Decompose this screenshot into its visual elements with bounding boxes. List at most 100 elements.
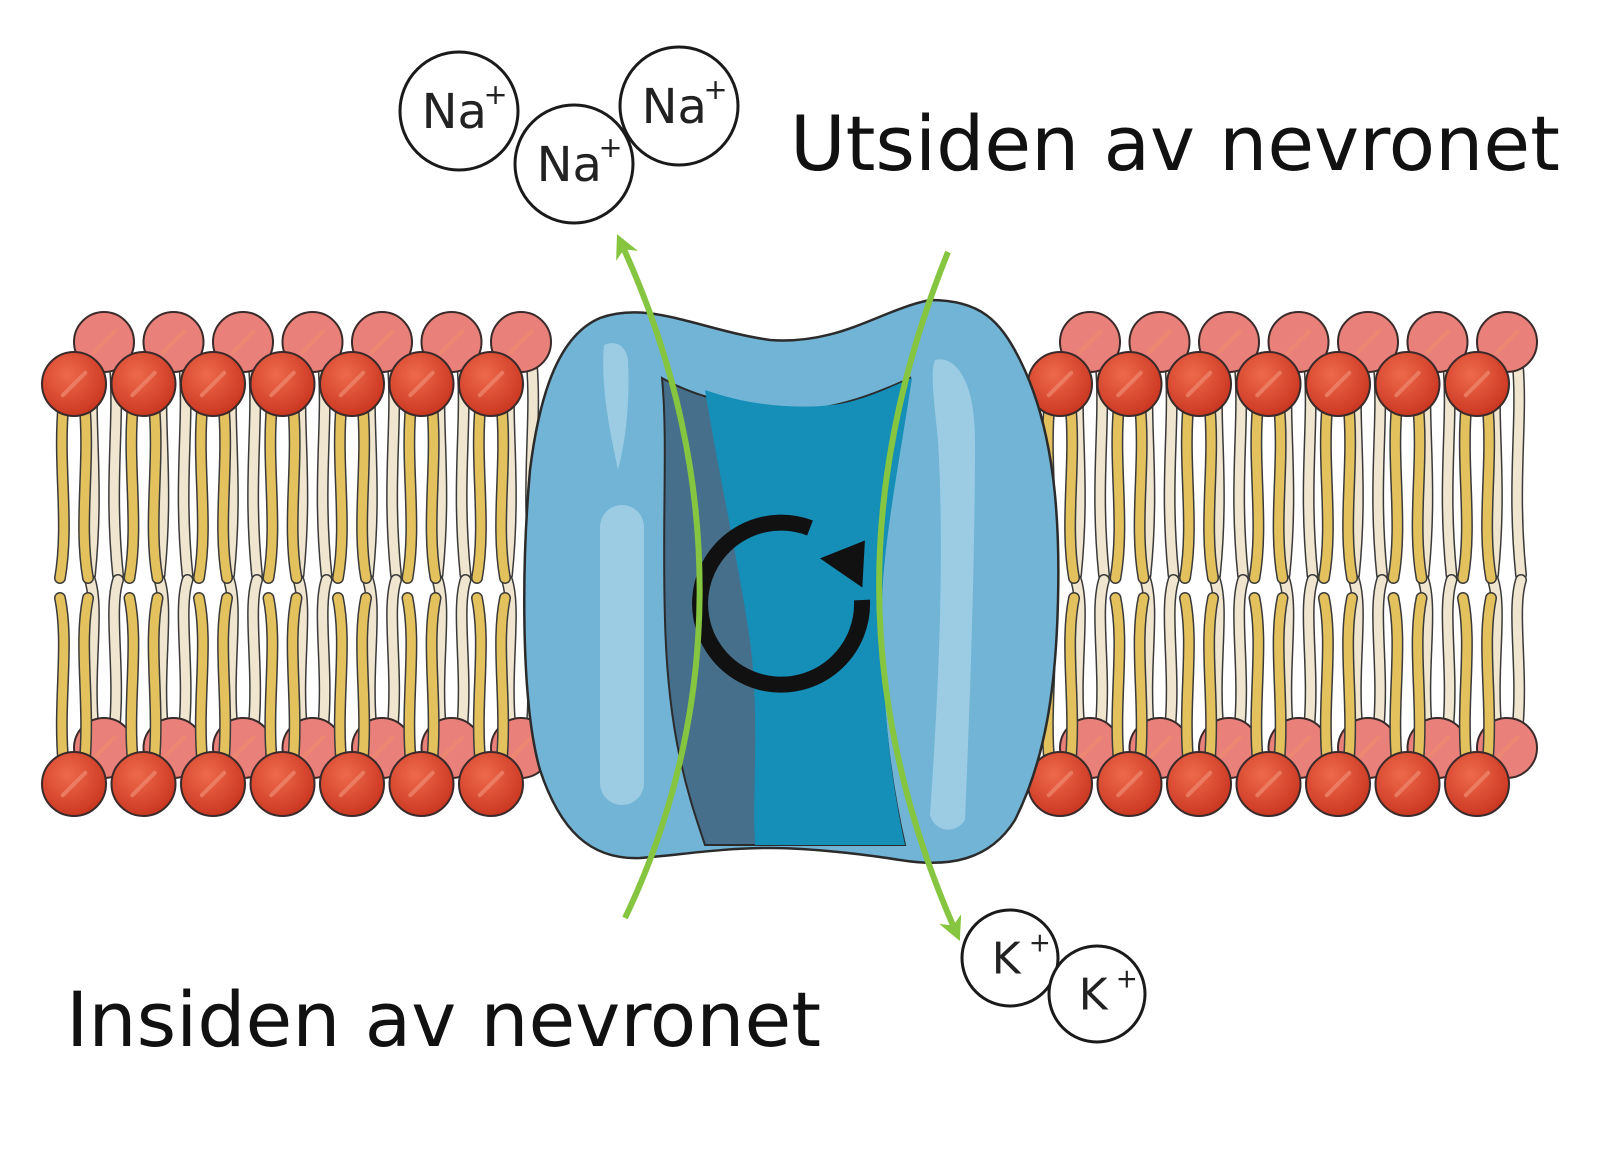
lipid-tail-fill [149,593,162,770]
lipid-tail-fill [79,398,93,583]
lipid-tail-fill [1419,575,1432,735]
lipid-head-shine [1286,735,1311,761]
lipid-tail-fill [1111,398,1124,583]
lipid-head-shine [408,770,435,798]
lipid-tail-fill [294,575,307,735]
lipid-tail-fill [1234,575,1248,735]
lipid-tail-fill [403,593,416,770]
lipid-tail-fill [333,398,347,583]
lipid-tail-fill [1274,593,1287,770]
lipid-head-shine [477,370,505,398]
pump-protein [523,298,1060,864]
lipid-tail-fill [1065,398,1079,583]
lipid-tail-fill [1141,575,1154,735]
lipid-tail-fill [1482,593,1496,770]
front-lipid-upper [1166,351,1232,584]
lipid-tail-fill [333,593,347,770]
lipid-head-shine [1046,370,1074,398]
lipid-head-shine [369,735,395,761]
lipid-tail-fill [427,593,440,770]
lipid-head-shine [60,370,88,398]
lipid-tail-fill [1488,575,1502,735]
circular-arrow-icon [692,514,871,693]
lipid-tail-fill [288,398,301,583]
front-lipid-upper [249,351,316,584]
lipid-tail-fill [125,593,138,770]
lipid-tail-fill [502,575,516,735]
front-lipid-upper [1444,351,1510,584]
lipid-head-shine [91,329,117,355]
lipid-tail-fill [1250,593,1263,770]
sodium-ion-3-charge: + [599,130,623,164]
lipid-tail-fill [149,398,162,583]
lipid-tail-fill [1135,398,1148,583]
lipid-head-shine [269,770,296,798]
front-lipid-lower [458,592,524,817]
lipid-tail-fill [194,593,208,770]
lipid-tail-fill [1389,593,1402,770]
front-lipid-upper [388,351,455,584]
lipid-head-shine [199,370,227,398]
lipid-tail-fill [179,575,192,735]
front-lipid-upper [1235,351,1302,584]
sodium-ion-1: Na+ [398,50,520,172]
lipid-tail-fill [1413,593,1426,770]
lipid-tail-fill [1413,398,1426,583]
lipid-tail-fill [1458,593,1472,770]
lipid-head-shine [1355,329,1381,355]
lipid-tail-fill [1065,593,1079,770]
lipid-head-shine [300,329,325,355]
lipid-tail-fill [427,398,440,583]
front-lipid-upper [1374,351,1441,584]
lipid-tail-fill [1319,593,1333,770]
potassium-ion-2-symbol: K [1079,969,1109,1020]
lipid-tail-fill [1180,398,1194,583]
lipid-head-shine [300,735,325,761]
lipid-head-shine [1324,370,1352,398]
front-lipid-lower [1096,592,1163,817]
lipid-head-shine [1185,770,1213,798]
potassium-influx-arrow [876,250,962,941]
front-lipid-upper [41,351,107,584]
lipid-tail-fill [1304,575,1317,735]
front-lipid-upper [1305,351,1371,584]
lipid-head-shine [1077,735,1103,761]
inside-neuron-label: Insiden av nevronet [66,975,822,1064]
lipid-tail-fill [1458,398,1472,583]
lipid-tail-fill [1165,575,1178,735]
front-lipid-lower [249,592,316,817]
lipid-tail-fill [55,398,69,583]
front-lipid-lower [1305,592,1371,817]
front-lipid-lower [1374,592,1441,817]
lipid-tail-fill [218,398,232,583]
lipid-tail-fill [288,593,301,770]
sodium-ion-2-symbol: Na [642,79,707,135]
lipid-tail-fill [1280,575,1293,735]
front-lipid-lower [110,592,177,817]
lipid-tail-fill [1343,398,1357,583]
pump-channel [705,378,912,845]
sodium-ion-3-symbol: Na [537,137,602,193]
lipid-head-shine [1494,329,1520,355]
lipid-tail-fill [318,575,331,735]
lipid-tail-fill [1512,575,1526,735]
lipid-tail-fill [433,575,446,735]
lipid-head-shine [1463,770,1491,798]
lipid-head-shine [1147,329,1172,355]
front-lipid-upper [458,351,524,584]
potassium-ion-2: K+ [1047,944,1147,1044]
lipid-head-shine [161,735,186,761]
lipid-tail-fill [403,398,416,583]
outside-neuron-label: Utsiden av nevronet [790,99,1560,188]
lipid-tail-fill [224,575,238,735]
lipid-tail-fill [248,575,262,735]
lipid-head-shine [1255,370,1282,398]
lipid-head-shine [1216,329,1242,355]
lipid-head-shine [1494,735,1520,761]
lipid-head-shine [439,329,464,355]
front-lipid-lower [180,592,246,817]
lipid-head-shine [1394,370,1421,398]
lipid-head-shine [91,735,117,761]
pump-highlight-left-lower [600,505,644,805]
potassium-ion-1-symbol: K [992,933,1022,984]
